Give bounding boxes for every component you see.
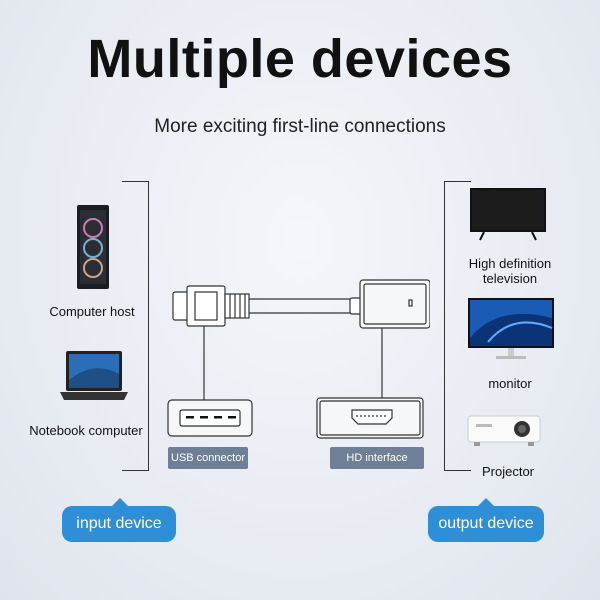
projector-icon: [467, 415, 541, 446]
usb-connector-tag: USB connector: [168, 447, 248, 469]
output-device-badge: output device: [428, 506, 544, 542]
pc-tower-icon: [77, 205, 109, 289]
laptop-icon: [60, 351, 128, 400]
monitor-icon: [468, 298, 554, 359]
tv-icon: [470, 188, 546, 241]
notebook-label: Notebook computer: [29, 423, 143, 438]
projector-label: Projector: [481, 464, 535, 479]
hd-interface-tag: HD interface: [330, 447, 424, 469]
page-title: Multiple devices: [87, 29, 513, 89]
monitor-label: monitor: [488, 376, 532, 391]
tv-label: High definition television: [468, 256, 552, 286]
input-device-badge: input device: [62, 506, 176, 542]
right-bracket: [444, 181, 471, 471]
left-bracket: [122, 181, 149, 471]
computer-host-label: Computer host: [49, 304, 135, 319]
subtitle: More exciting first-line connections: [154, 116, 446, 137]
adapter-diagram: [167, 279, 430, 439]
